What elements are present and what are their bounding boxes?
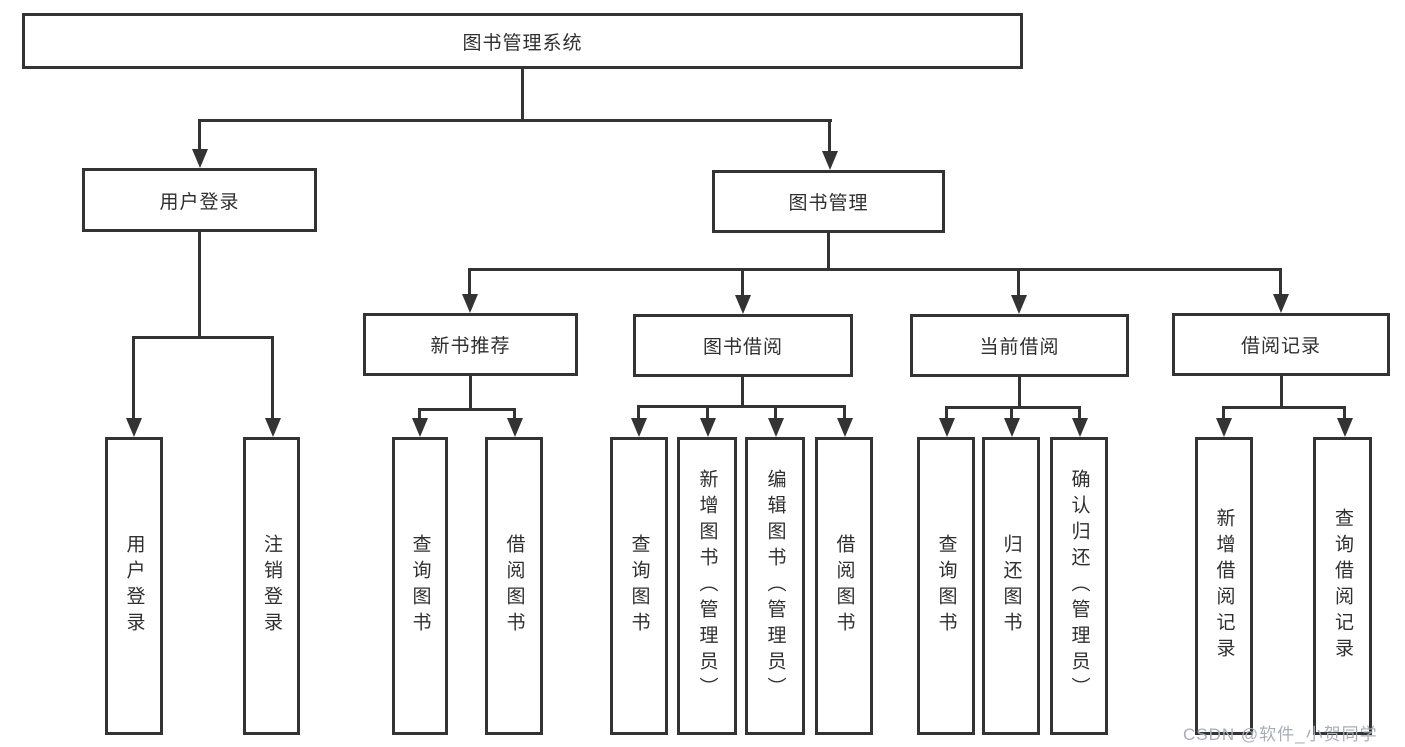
arrow-down-icon — [700, 418, 716, 437]
node-root: 图书管理系统 — [22, 13, 1023, 69]
connector-line — [198, 232, 201, 337]
leaf-confirm-return-admin: 确认归还（管理员） — [1050, 437, 1108, 735]
connector-line — [706, 405, 709, 419]
connector-line — [198, 119, 201, 150]
arrow-down-icon — [1004, 418, 1020, 437]
leaf-query-borrow-record: 查询借阅记录 — [1313, 437, 1372, 735]
connector-line — [469, 376, 472, 409]
node-book-borrowing: 图书借阅 — [633, 314, 853, 377]
csdn-watermark: CSDN @软件_小贺同学 — [1183, 725, 1378, 744]
connector-line — [741, 377, 744, 406]
connector-line — [418, 408, 421, 419]
leaf-add-borrow-record: 新增借阅记录 — [1195, 437, 1253, 735]
arrow-down-icon — [1273, 294, 1289, 313]
connector-line — [741, 268, 744, 295]
arrow-down-icon — [1216, 418, 1232, 437]
connector-line — [1343, 406, 1346, 419]
arrow-down-icon — [1337, 418, 1353, 437]
connector-line — [1279, 268, 1282, 295]
arrow-down-icon — [1011, 295, 1027, 314]
node-book-management: 图书管理 — [712, 170, 945, 233]
node-user-login: 用户登录 — [82, 168, 317, 232]
arrow-down-icon — [1072, 418, 1088, 437]
connector-line — [132, 336, 135, 419]
arrow-down-icon — [768, 418, 784, 437]
connector-line — [1010, 406, 1013, 419]
arrow-down-icon — [939, 418, 955, 437]
connector-line — [1078, 406, 1081, 419]
connector-line — [945, 406, 948, 419]
node-current-borrowing: 当前借阅 — [910, 314, 1129, 377]
connector-line — [1222, 406, 1225, 419]
arrow-down-icon — [822, 151, 838, 170]
arrow-down-icon — [462, 294, 478, 313]
connector-line — [637, 405, 640, 419]
node-borrowing-records: 借阅记录 — [1172, 313, 1390, 376]
arrow-down-icon — [126, 418, 142, 437]
leaf-return-books: 归还图书 — [982, 437, 1040, 735]
arrow-down-icon — [412, 418, 428, 437]
connector-line — [132, 336, 274, 339]
connector-line — [843, 405, 846, 419]
leaf-borrow-books-recommend: 借阅图书 — [485, 437, 543, 735]
connector-line — [513, 408, 516, 419]
connector-line — [1280, 376, 1283, 407]
connector-line — [1017, 268, 1020, 295]
arrow-down-icon — [192, 149, 208, 168]
arrow-down-icon — [837, 418, 853, 437]
connector-line — [521, 69, 524, 120]
leaf-user-login: 用户登录 — [105, 437, 163, 735]
arrow-down-icon — [735, 295, 751, 314]
node-new-book-recommendation: 新书推荐 — [363, 313, 578, 376]
connector-line — [945, 406, 1081, 409]
arrow-down-icon — [507, 418, 523, 437]
connector-line — [198, 119, 832, 122]
connector-line — [827, 233, 830, 270]
connector-line — [468, 268, 471, 295]
connector-line — [468, 268, 1282, 271]
connector-line — [637, 405, 846, 408]
connector-line — [828, 119, 831, 151]
connector-line — [1222, 406, 1346, 409]
connector-line — [774, 405, 777, 419]
leaf-edit-book-admin: 编辑图书（管理员） — [745, 437, 805, 735]
leaf-logout: 注销登录 — [243, 437, 300, 735]
connector-line — [418, 408, 516, 411]
arrow-down-icon — [631, 418, 647, 437]
arrow-down-icon — [265, 418, 281, 437]
leaf-add-book-admin: 新增图书（管理员） — [677, 437, 737, 735]
leaf-query-books-borrowing: 查询图书 — [610, 437, 668, 735]
connector-line — [271, 336, 274, 419]
connector-line — [1018, 377, 1021, 407]
leaf-query-books-current: 查询图书 — [917, 437, 975, 735]
leaf-borrow-books-borrowing: 借阅图书 — [815, 437, 873, 735]
leaf-query-books-recommend: 查询图书 — [392, 437, 448, 735]
